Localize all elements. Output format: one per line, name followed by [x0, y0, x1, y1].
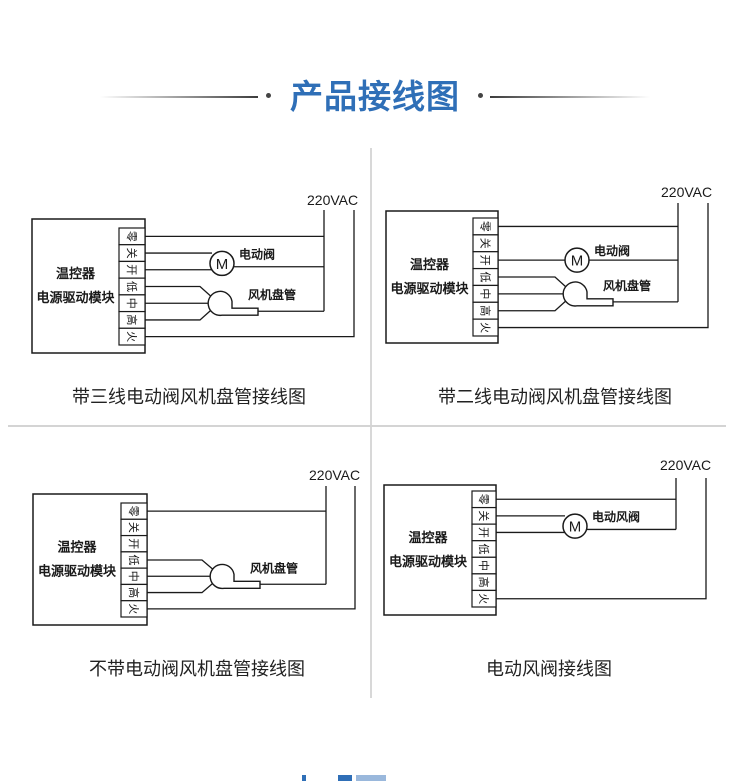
terminal-label: 零 — [479, 221, 492, 232]
terminal-label: 关 — [477, 510, 491, 521]
terminal-label: 低 — [479, 272, 492, 283]
terminal-label: 开 — [127, 538, 140, 549]
wire-fan-low — [498, 276, 568, 289]
terminal-label: 火 — [477, 593, 490, 604]
terminal-label: 高 — [479, 305, 493, 316]
caption-air-damper: 电动风阀接线图 — [486, 659, 612, 680]
fan-coil-label: 风机盘管 — [248, 287, 296, 302]
terminal-label: 开 — [479, 255, 492, 266]
valve-label: 电动阀 — [239, 246, 275, 261]
caption-two-wire-valve: 带二线电动阀风机盘管接线图 — [438, 387, 672, 408]
grid-divider-horizontal — [8, 425, 726, 427]
module-label-power-drive: 电源驱动模块 — [389, 554, 468, 570]
caption-no-valve: 不带电动阀风机盘管接线图 — [89, 659, 305, 680]
terminal-label: 高 — [127, 587, 141, 598]
terminal-label: 低 — [127, 555, 140, 566]
terminal-label: 火 — [125, 331, 138, 342]
header-dot-right — [478, 93, 483, 98]
motor-symbol: M — [571, 253, 584, 270]
terminal-label: 火 — [479, 322, 492, 333]
module-label-thermostat: 温控器 — [408, 530, 448, 546]
wire-live — [496, 478, 707, 600]
fan-coil-label: 风机盘管 — [603, 278, 651, 293]
supply-voltage-label: 220VAC — [309, 467, 360, 483]
terminal-label: 火 — [127, 603, 140, 614]
header-dot-left — [266, 93, 271, 98]
wire-fan-high — [498, 299, 568, 312]
terminal-label: 低 — [477, 544, 490, 555]
caption-three-wire-valve: 带三线电动阀风机盘管接线图 — [72, 387, 306, 408]
module-label-power-drive: 电源驱动模块 — [390, 281, 469, 297]
terminal-label: 关 — [127, 522, 141, 533]
wire-fan-high — [147, 581, 215, 594]
terminal-label: 中 — [125, 298, 138, 309]
grid-divider-vertical — [370, 148, 372, 698]
next-section-header-peek — [300, 775, 460, 781]
page-title: 产品接线图 — [290, 77, 460, 116]
fan-coil-icon — [562, 281, 614, 307]
supply-voltage-label: 220VAC — [660, 457, 711, 473]
valve-label: 电动阀 — [594, 243, 630, 258]
motor-symbol: M — [216, 256, 229, 273]
terminal-label: 中 — [479, 288, 492, 299]
supply-voltage-label: 220VAC — [307, 192, 358, 208]
module-label-thermostat: 温控器 — [410, 257, 450, 273]
wire-live — [498, 203, 709, 329]
terminal-label: 零 — [477, 494, 490, 505]
terminal-label: 关 — [125, 248, 139, 259]
motor-icon — [209, 250, 235, 277]
terminal-label: 高 — [125, 314, 139, 325]
module-label-thermostat: 温控器 — [56, 266, 96, 282]
section-header: 产品接线图 — [0, 70, 750, 130]
terminal-label: 开 — [125, 264, 138, 275]
wire-fan-high — [145, 308, 213, 321]
terminal-label: 零 — [125, 231, 138, 242]
module-label-thermostat: 温控器 — [57, 540, 97, 556]
motor-symbol: M — [569, 519, 582, 536]
fan-coil-icon — [209, 563, 261, 590]
terminal-label: 零 — [127, 506, 140, 517]
terminal-label: 高 — [477, 577, 491, 588]
terminal-label: 低 — [125, 281, 138, 292]
header-divider-left — [100, 96, 258, 98]
fan-coil-label: 风机盘管 — [250, 560, 298, 575]
terminal-label: 开 — [477, 527, 490, 538]
terminal-label: 关 — [479, 238, 493, 249]
terminal-label: 中 — [477, 560, 490, 571]
supply-voltage-label: 220VAC — [661, 184, 712, 200]
module-label-power-drive: 电源驱动模块 — [36, 290, 115, 306]
fan-coil-icon — [207, 290, 259, 317]
wire-live — [147, 486, 356, 610]
wire-live — [145, 210, 355, 338]
wire-fan-low — [145, 285, 213, 298]
header-divider-right — [490, 96, 650, 98]
terminal-label: 中 — [127, 571, 140, 582]
module-label-power-drive: 电源驱动模块 — [38, 564, 117, 580]
wire-fan-low — [147, 559, 215, 571]
valve-label: 电动风阀 — [592, 509, 640, 524]
motor-icon — [562, 513, 588, 539]
